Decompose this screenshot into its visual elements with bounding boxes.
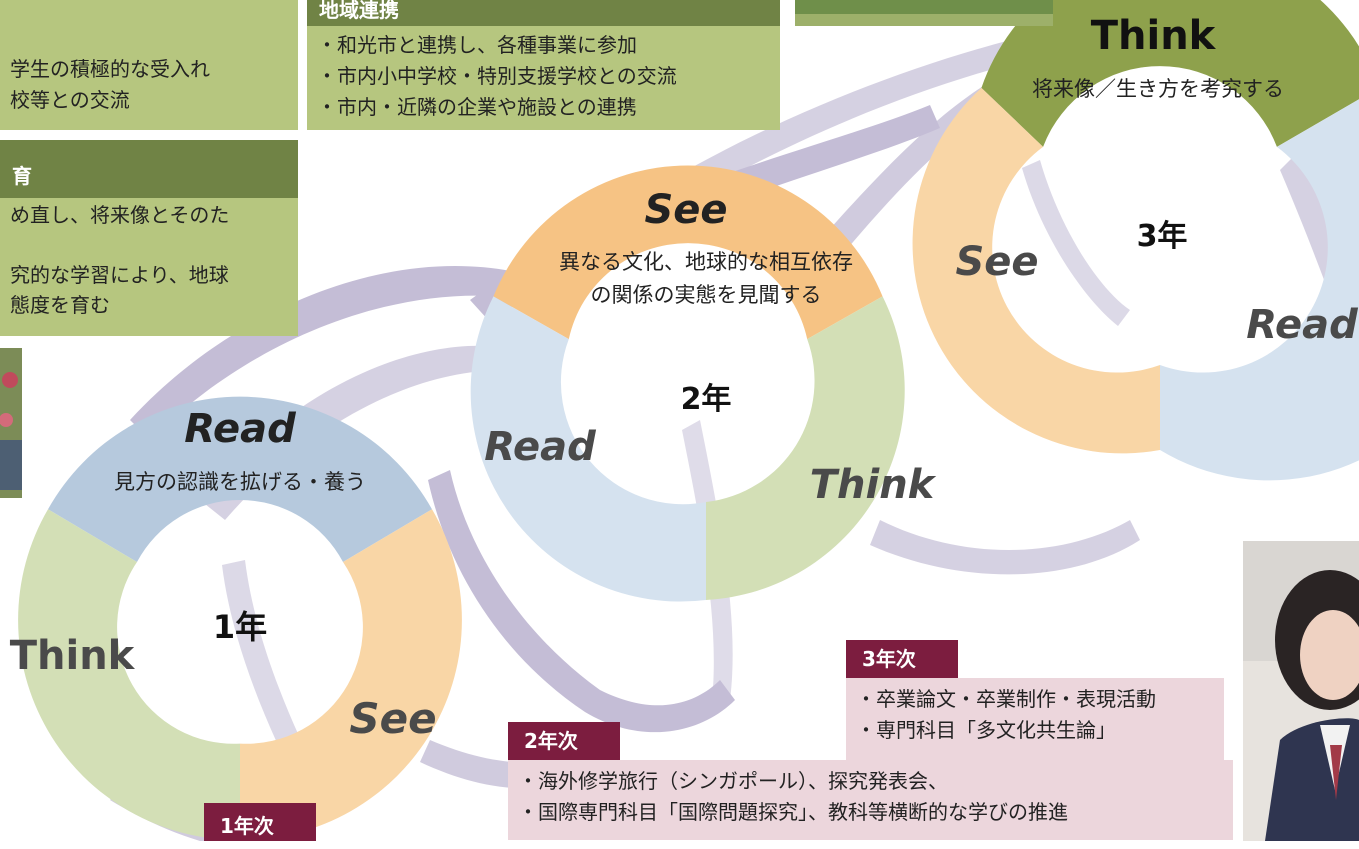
cycle-1-think-segment	[18, 509, 240, 841]
box-top-left-line-2: 校等との交流	[10, 88, 130, 112]
box-mid-left: め直し、将来像とそのた 究的な学習により、地球 態度を育む	[0, 198, 298, 336]
cycle-2-head-desc-1: 異なる文化、地球的な相互依存	[559, 250, 853, 274]
cycle-3-think-segment	[981, 0, 1359, 147]
cycle-1-head-word: Read	[184, 406, 296, 452]
box-regional: ・和光市と連携し、各種事業に参加 ・市内小中学校・特別支援学校との交流 ・市内・…	[307, 26, 780, 130]
box-mid-left-title: 育	[0, 140, 298, 200]
cycle-1-see-word: See	[349, 694, 436, 743]
box-year-2: ・海外修学旅行（シンガポール）、探究発表会、 ・国際専門科目「国際問題探究」、教…	[508, 760, 1233, 840]
cycle-2-head-word: See	[644, 187, 727, 233]
cycle-2-read-segment	[470, 296, 706, 602]
cycle-3-see-word: See	[955, 239, 1038, 285]
cycle-3-read-segment	[1160, 99, 1359, 481]
box-mid-left-line-1: め直し、将来像とそのた	[10, 203, 230, 227]
cycle-3-head-word: Think	[1091, 13, 1217, 59]
tag-year-1: 1年次	[204, 803, 316, 841]
box-year-2-line-2: ・国際専門科目「国際問題探究」、教科等横断的な学びの推進	[518, 800, 1068, 824]
cycle-2-think-word: Think	[810, 462, 937, 508]
box-year-3: ・卒業論文・卒業制作・表現活動 ・専門科目「多文化共生論」	[846, 678, 1224, 760]
cycle-1-think-word: Think	[10, 633, 136, 679]
box-regional-line-2: ・市内小中学校・特別支援学校との交流	[317, 64, 677, 88]
photo-student	[1243, 541, 1359, 841]
box-regional-line-3: ・市内・近隣の企業や施設との連携	[317, 95, 637, 119]
box-mid-left-line-2	[10, 230, 288, 260]
cycle-3-see-segment	[912, 87, 1160, 454]
box-year-3-line-1: ・卒業論文・卒業制作・表現活動	[856, 687, 1156, 711]
cycle-1-ring	[18, 396, 462, 841]
photo-left-garden	[0, 348, 22, 498]
tag-year-3: 3年次	[846, 640, 958, 678]
box-mid-left-line-3: 究的な学習により、地球	[10, 263, 229, 287]
cycle-1-year: 1年	[213, 608, 267, 646]
box-mid-left-line-4: 態度を育む	[10, 293, 110, 317]
cycle-2-think-segment	[706, 296, 905, 600]
box-top-left: 学生の積極的な受入れ 校等との交流	[0, 0, 298, 130]
tag-year-2: 2年次	[508, 722, 620, 760]
cycle-2-read-word: Read	[484, 424, 596, 470]
cycle-3-ring	[912, 0, 1359, 481]
photo-top-grass	[795, 0, 1053, 26]
cycle-1-head-desc: 見方の認識を拡げる・養う	[114, 470, 366, 494]
box-year-3-line-2: ・専門科目「多文化共生論」	[856, 718, 1116, 742]
cycle-2-ring	[470, 165, 905, 602]
cycle-1-read-segment	[47, 396, 433, 563]
cycle-2-see-segment	[493, 165, 883, 340]
box-regional-line-1: ・和光市と連携し、各種事業に参加	[317, 33, 637, 57]
cycle-3-read-word: Read	[1246, 302, 1358, 348]
cycle-2-head-desc-2: の関係の実態を見聞する	[591, 283, 822, 307]
cycle-1-see-segment	[240, 509, 462, 841]
box-year-2-line-1: ・海外修学旅行（シンガポール）、探究発表会、	[518, 769, 948, 793]
cycle-3-head-desc: 将来像／生き方を考究する	[1032, 77, 1284, 101]
box-top-left-line-1: 学生の積極的な受入れ	[10, 57, 210, 81]
cycle-3-year: 3年	[1137, 219, 1188, 254]
cycle-2-year: 2年	[681, 382, 732, 417]
box-regional-title: 地域連携	[307, 0, 780, 26]
